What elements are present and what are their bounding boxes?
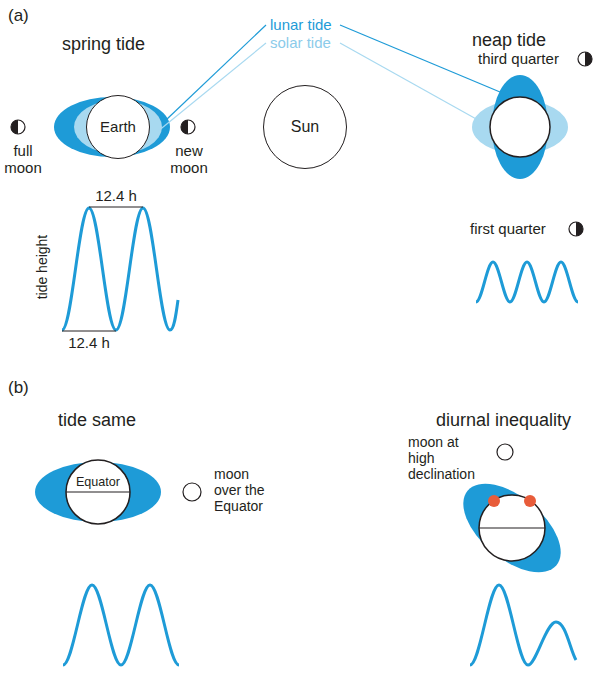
moon-icon <box>181 120 195 134</box>
leader-line <box>166 25 266 120</box>
phase-label: first quarter <box>470 220 546 237</box>
node-text: Earth <box>100 119 136 135</box>
panel-title: spring tide <box>62 34 145 55</box>
lunar-bulge <box>448 467 577 589</box>
node-text: Equator <box>65 474 131 490</box>
earth-circle <box>490 97 550 157</box>
location-dot <box>488 495 500 507</box>
location-dot <box>524 495 536 507</box>
period-bar <box>62 331 116 332</box>
earth-circle <box>479 495 545 561</box>
panel-title: neap tide <box>472 30 546 51</box>
tide-wave <box>63 585 179 665</box>
sun-circle: Sun <box>263 85 347 169</box>
moon-circle <box>497 444 513 460</box>
leader-line <box>340 43 478 120</box>
phase-label: third quarter <box>478 50 559 67</box>
panel-letter: (a) <box>8 6 29 26</box>
moon-icon <box>578 52 592 66</box>
moon-icon <box>569 222 583 236</box>
panel-letter: (b) <box>8 378 29 398</box>
equator-line <box>479 527 545 528</box>
leader-line <box>157 43 266 132</box>
earth-outline <box>65 459 131 525</box>
tide-wave <box>476 262 578 302</box>
moon-label: moon at high declination <box>408 434 484 482</box>
period-bar <box>89 207 143 208</box>
tide-wave <box>470 585 576 665</box>
phase-label: new moon <box>166 142 212 177</box>
tide-label: solar tide <box>270 34 331 51</box>
period-label: 12.4 h <box>64 334 114 351</box>
phase-label: full moon <box>0 142 46 177</box>
moon-icon <box>11 120 25 134</box>
tide-label: lunar tide <box>270 16 332 33</box>
period-label: 12.4 h <box>91 187 141 204</box>
moon-label: moon over the Equator <box>214 466 278 514</box>
tide-wave <box>62 208 178 330</box>
panel-title: diurnal inequality <box>436 410 571 431</box>
moon-circle <box>183 483 201 501</box>
panel-title: tide same <box>58 410 136 431</box>
earth-circle: Earth <box>86 95 150 159</box>
earth-circle: Equator <box>65 459 131 525</box>
node-text: Sun <box>291 119 319 135</box>
axis-label: tide height <box>34 227 50 307</box>
